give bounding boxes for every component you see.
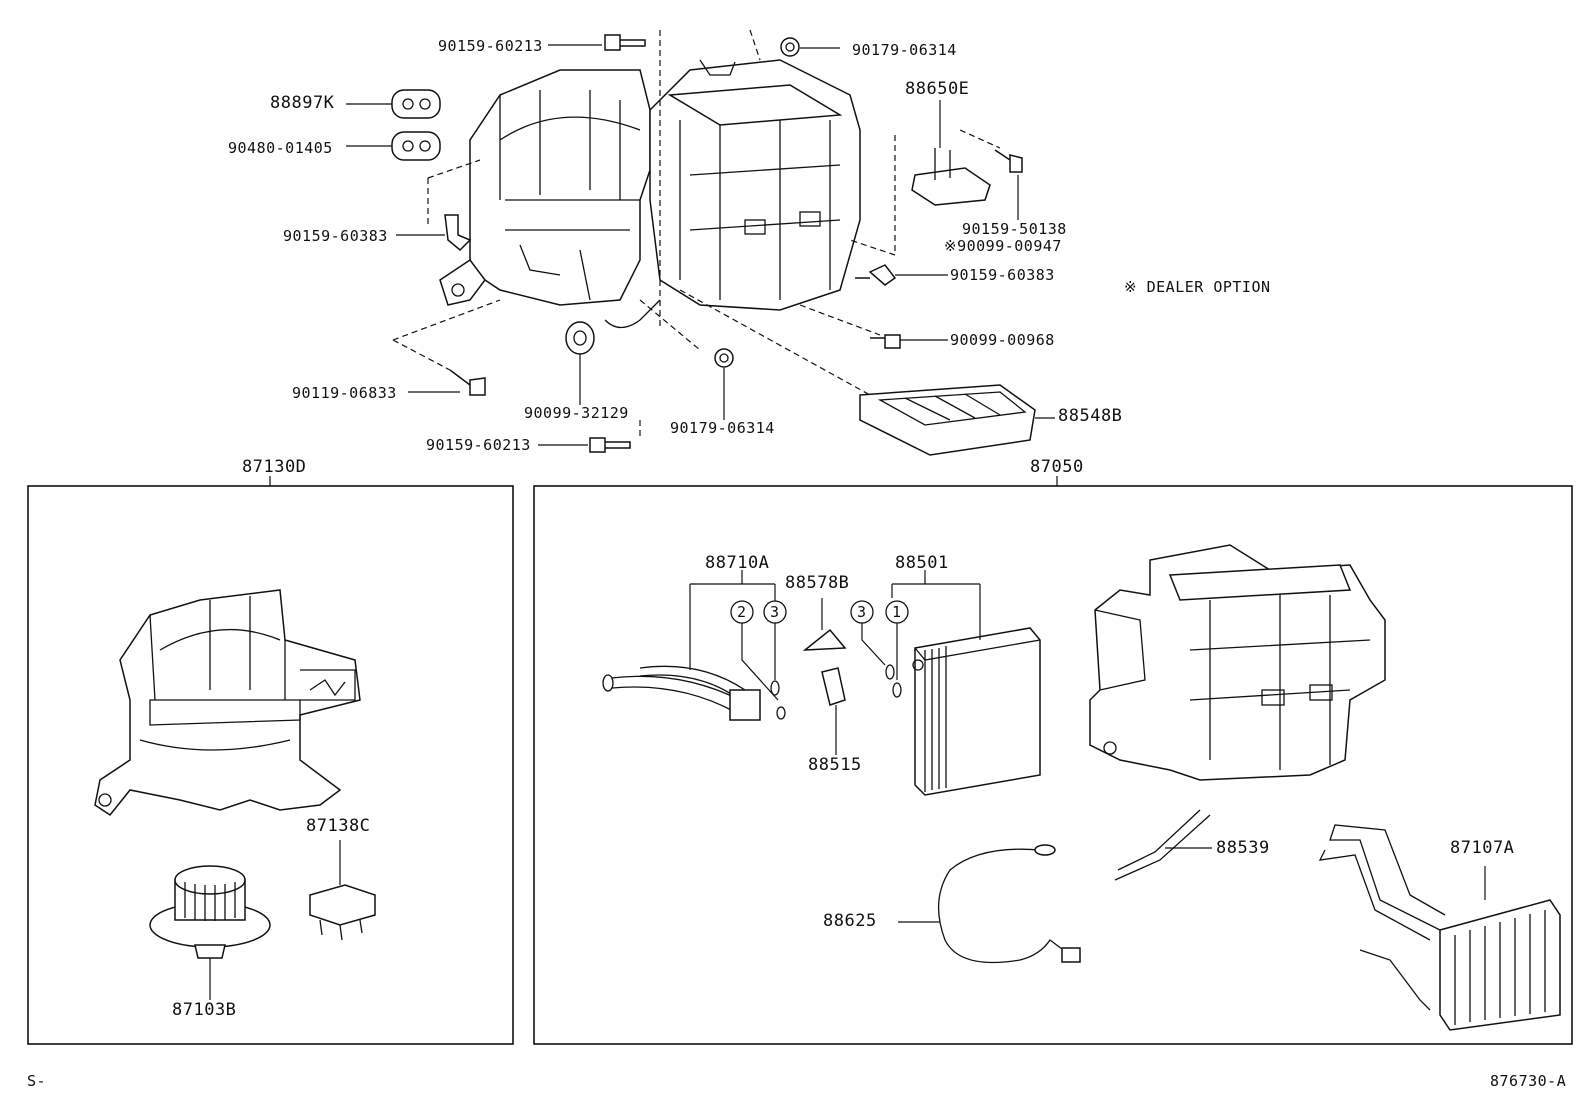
part-label-90099-32129: 90099-32129 (524, 404, 629, 422)
circle-number-3-a: 3 (770, 603, 780, 621)
expansion-valve-88710a (602, 665, 761, 721)
part-label-88897k: 88897K (270, 93, 335, 113)
clip-88578b (802, 628, 847, 651)
footer-diagram-number: 876730-A (1490, 1072, 1567, 1090)
wire-harness-88625 (937, 844, 1081, 964)
part-label-88548b: 88548B (1058, 406, 1123, 426)
part-label-87107a: 87107A (1450, 838, 1515, 858)
part-label-90119-06833: 90119-06833 (292, 384, 397, 402)
part-label-90179-06314-bottom: 90179-06314 (670, 419, 775, 437)
part-label-88710a: 88710A (705, 553, 770, 573)
thermistor-88515 (821, 667, 846, 706)
part-label-90099-00947: ※90099-00947 (944, 237, 1062, 255)
part-label-87138c: 87138C (306, 816, 371, 836)
grommet-90099-32129 (565, 321, 595, 355)
blower-case-87130d (94, 589, 361, 817)
bolt-90159-60383-left (444, 214, 472, 252)
part-label-88539: 88539 (1216, 838, 1270, 858)
bolt-90119-06833 (449, 369, 486, 396)
screw-90159-50138 (994, 149, 1023, 173)
heater-core-87107a (1318, 824, 1561, 1031)
nut-90179-06314-bottom (714, 348, 734, 368)
grommet-90480-01405 (391, 131, 441, 161)
resistor-87138c (309, 884, 376, 941)
bolt-90159-60383-right (855, 264, 897, 286)
part-label-90179-06314-top: 90179-06314 (852, 41, 957, 59)
part-label-88515: 88515 (808, 755, 862, 775)
circle-number-2: 2 (737, 603, 747, 621)
nut-90179-06314-top (780, 37, 800, 57)
part-label-90159-60383-right: 90159-60383 (950, 266, 1055, 284)
dealer-option-note: ※ DEALER OPTION (1124, 278, 1271, 296)
group-box-87050 (533, 485, 1573, 1045)
grommet-88897k (391, 89, 441, 119)
footer-left-code: S- (27, 1072, 47, 1090)
bracket-88650e (911, 148, 991, 206)
part-label-88501: 88501 (895, 553, 949, 573)
group-label-87130d: 87130D (242, 457, 307, 477)
air-filter-88548b (859, 384, 1036, 456)
screw-90159-60213-bottom (589, 437, 631, 453)
heater-unit-case-87050 (1089, 544, 1386, 781)
part-label-88578b: 88578B (785, 573, 850, 593)
screw-90159-60213-top (604, 34, 646, 51)
part-label-90159-60213-bottom: 90159-60213 (426, 436, 531, 454)
part-label-90159-60383-left: 90159-60383 (283, 227, 388, 245)
part-label-88625: 88625 (823, 911, 877, 931)
part-label-90099-00968: 90099-00968 (950, 331, 1055, 349)
part-label-87103b: 87103B (172, 1000, 237, 1020)
circle-number-3-b: 3 (857, 603, 867, 621)
blower-motor-87103b (149, 865, 271, 959)
group-label-87050: 87050 (1030, 457, 1084, 477)
drain-hose-88539 (1114, 809, 1211, 881)
evaporator-88501 (912, 627, 1041, 796)
part-label-88650e: 88650E (905, 79, 970, 99)
screw-90099-00968 (870, 334, 901, 349)
part-label-90480-01405: 90480-01405 (228, 139, 333, 157)
part-label-90159-50138: 90159-50138 (962, 220, 1067, 238)
circle-number-1: 1 (892, 603, 902, 621)
part-label-90159-60213-top: 90159-60213 (438, 37, 543, 55)
hvac-unit-assembly (439, 59, 861, 329)
